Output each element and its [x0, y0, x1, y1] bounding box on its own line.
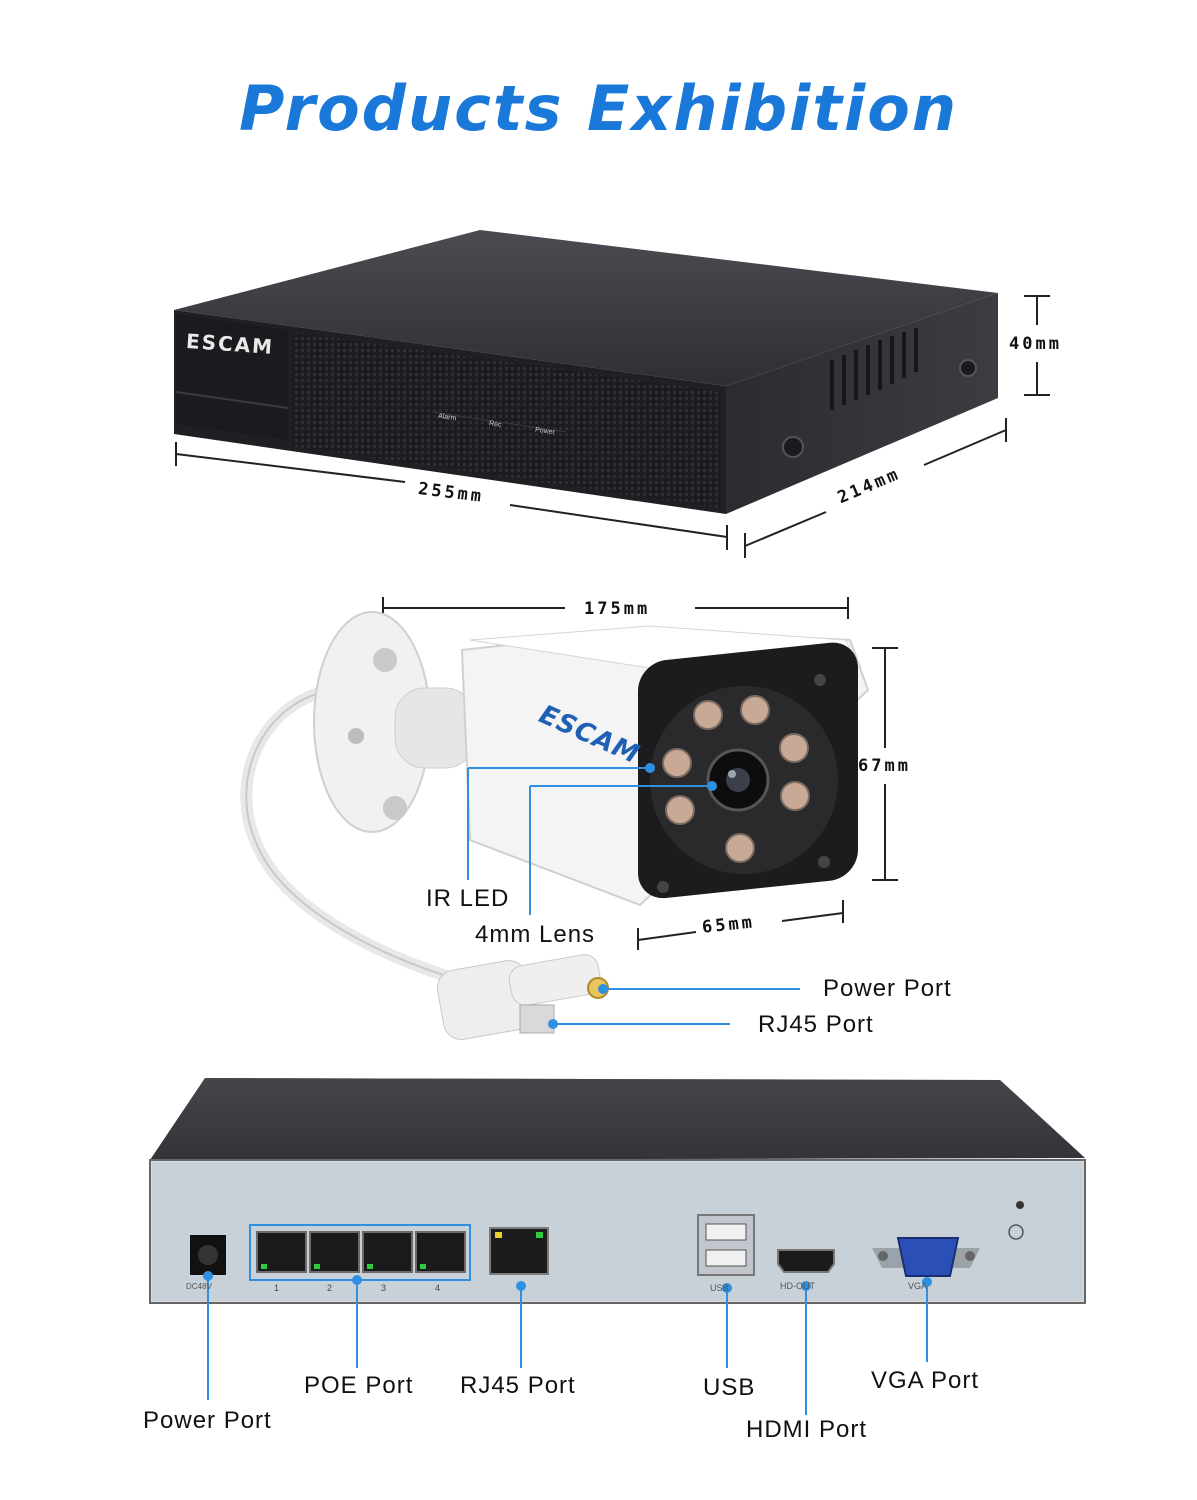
page-title: Products Exhibition — [238, 72, 959, 145]
callout-hdmi-port: HDMI Port — [746, 1416, 868, 1443]
callout-camera-rj45-port: RJ45 Port — [758, 1011, 874, 1038]
callout-back-power-port: Power Port — [143, 1407, 272, 1434]
panel-mark-poe-4: 4 — [435, 1283, 441, 1293]
dim-camera-height-label: 67mm — [858, 756, 911, 776]
callout-camera-power-port: Power Port — [823, 975, 952, 1002]
nvr-top-face — [174, 230, 998, 386]
panel-mark-poe-2: 2 — [327, 1283, 333, 1293]
panel-mark-usb: USB — [710, 1283, 729, 1293]
dim-height-label: 40mm — [1009, 334, 1062, 354]
callout-usb: USB — [703, 1374, 756, 1401]
panel-mark-vga: VGA — [908, 1281, 928, 1291]
callout-ir-led: IR LED — [426, 885, 510, 912]
callout-vga-port: VGA Port — [871, 1367, 980, 1394]
panel-mark-poe-3: 3 — [381, 1283, 387, 1293]
nvr-side-face — [726, 293, 998, 514]
callout-lens: 4mm Lens — [475, 921, 596, 948]
callout-poe-port: POE Port — [304, 1372, 414, 1399]
panel-mark-hdmi: HD-OUT — [780, 1281, 815, 1291]
panel-mark-dc: DC48V — [186, 1282, 212, 1291]
callout-back-rj45-port: RJ45 Port — [460, 1372, 576, 1399]
nvr-front-vent — [292, 332, 720, 508]
hdmi-port — [777, 1249, 835, 1273]
panel-mark-poe-1: 1 — [274, 1283, 280, 1293]
dim-camera-length-label: 175mm — [584, 599, 651, 619]
